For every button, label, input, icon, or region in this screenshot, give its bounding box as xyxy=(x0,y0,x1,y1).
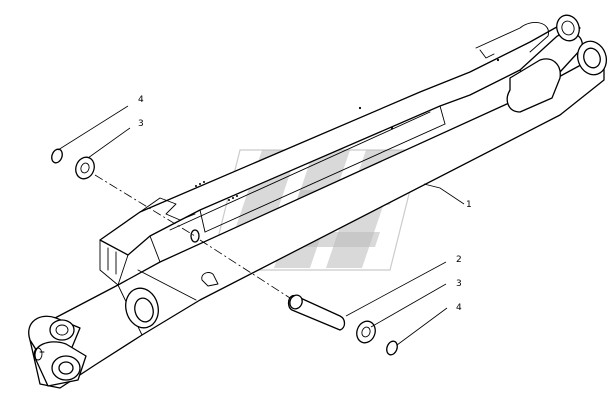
callout-4-lower: 4 xyxy=(456,303,462,313)
washer-lower xyxy=(356,320,376,344)
circlip-upper xyxy=(51,148,63,164)
callout-4-upper: 4 xyxy=(138,95,144,105)
callout-2: 2 xyxy=(456,255,462,265)
assembly-axis-lower xyxy=(199,239,291,299)
pin xyxy=(287,294,346,331)
leader-lines xyxy=(57,105,465,346)
callout-3-lower: 3 xyxy=(456,279,462,289)
boom-arm xyxy=(28,14,608,389)
washer-upper xyxy=(75,156,95,180)
callout-3-upper: 3 xyxy=(138,119,144,129)
circlip-lower xyxy=(386,340,398,356)
assembly-axis-upper xyxy=(94,174,196,237)
callout-1: 1 xyxy=(466,200,472,210)
